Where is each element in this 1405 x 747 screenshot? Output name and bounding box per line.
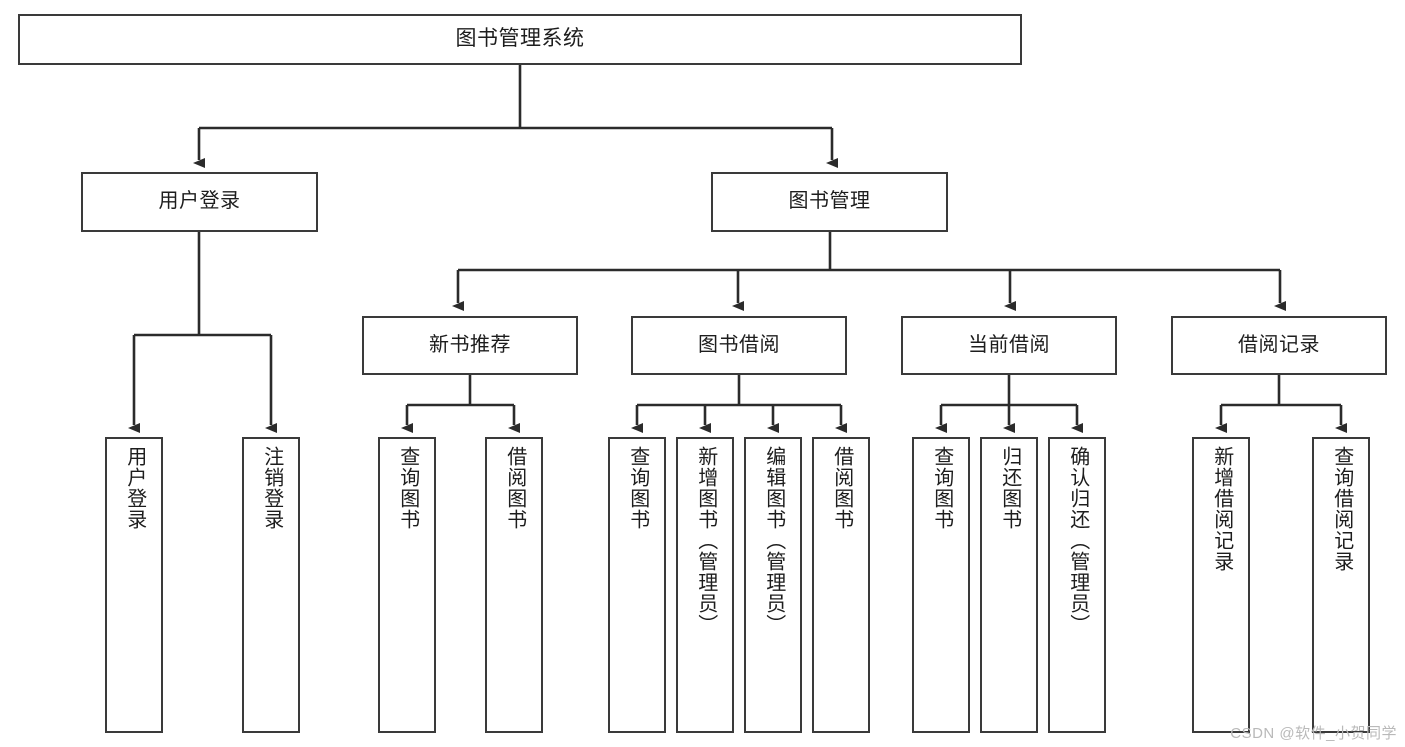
leaf-borrow-book-recommend[interactable]: 借阅图书 [485,437,543,733]
node-label: 查询借阅记录 [1330,446,1353,572]
node-label: 新增图书（管理员） [694,446,717,635]
leaf-logout[interactable]: 注销登录 [242,437,300,733]
leaf-query-book[interactable]: 查询图书 [608,437,666,733]
node-label: 图书管理 [788,190,871,213]
node-label: 用户登录 [158,190,241,213]
node-root-system[interactable]: 图书管理系统 [18,14,1022,65]
node-label: 图书管理系统 [455,27,585,51]
node-user-login[interactable]: 用户登录 [81,172,318,232]
node-label: 查询图书 [396,446,419,530]
leaf-edit-book-admin[interactable]: 编辑图书（管理员） [744,437,802,733]
node-label: 确认归还（管理员） [1066,446,1089,635]
node-label: 借阅记录 [1238,333,1320,356]
leaf-add-borrow-record[interactable]: 新增借阅记录 [1192,437,1250,733]
leaf-query-book-recommend[interactable]: 查询图书 [378,437,436,733]
leaf-borrow-book[interactable]: 借阅图书 [812,437,870,733]
node-label: 图书借阅 [698,333,780,356]
node-label: 新书推荐 [429,333,511,356]
node-label: 新增借阅记录 [1210,446,1233,572]
leaf-query-book-current[interactable]: 查询图书 [912,437,970,733]
node-label: 查询图书 [930,446,953,530]
leaf-query-borrow-record[interactable]: 查询借阅记录 [1312,437,1370,733]
node-label: 归还图书 [998,446,1021,530]
node-label: 当前借阅 [968,333,1050,356]
leaf-user-login[interactable]: 用户登录 [105,437,163,733]
node-borrow-record[interactable]: 借阅记录 [1171,316,1387,375]
watermark-text: CSDN @软件_小贺同学 [1230,725,1397,742]
node-new-book-recommend[interactable]: 新书推荐 [362,316,578,375]
node-current-borrow[interactable]: 当前借阅 [901,316,1117,375]
node-book-borrow[interactable]: 图书借阅 [631,316,847,375]
node-label: 编辑图书（管理员） [762,446,785,635]
node-label: 注销登录 [260,446,283,530]
node-label: 借阅图书 [503,446,526,530]
node-book-management[interactable]: 图书管理 [711,172,948,232]
leaf-return-book[interactable]: 归还图书 [980,437,1038,733]
node-label: 用户登录 [123,446,146,530]
node-label: 查询图书 [626,446,649,530]
leaf-confirm-return-admin[interactable]: 确认归还（管理员） [1048,437,1106,733]
leaf-add-book-admin[interactable]: 新增图书（管理员） [676,437,734,733]
node-label: 借阅图书 [830,446,853,530]
